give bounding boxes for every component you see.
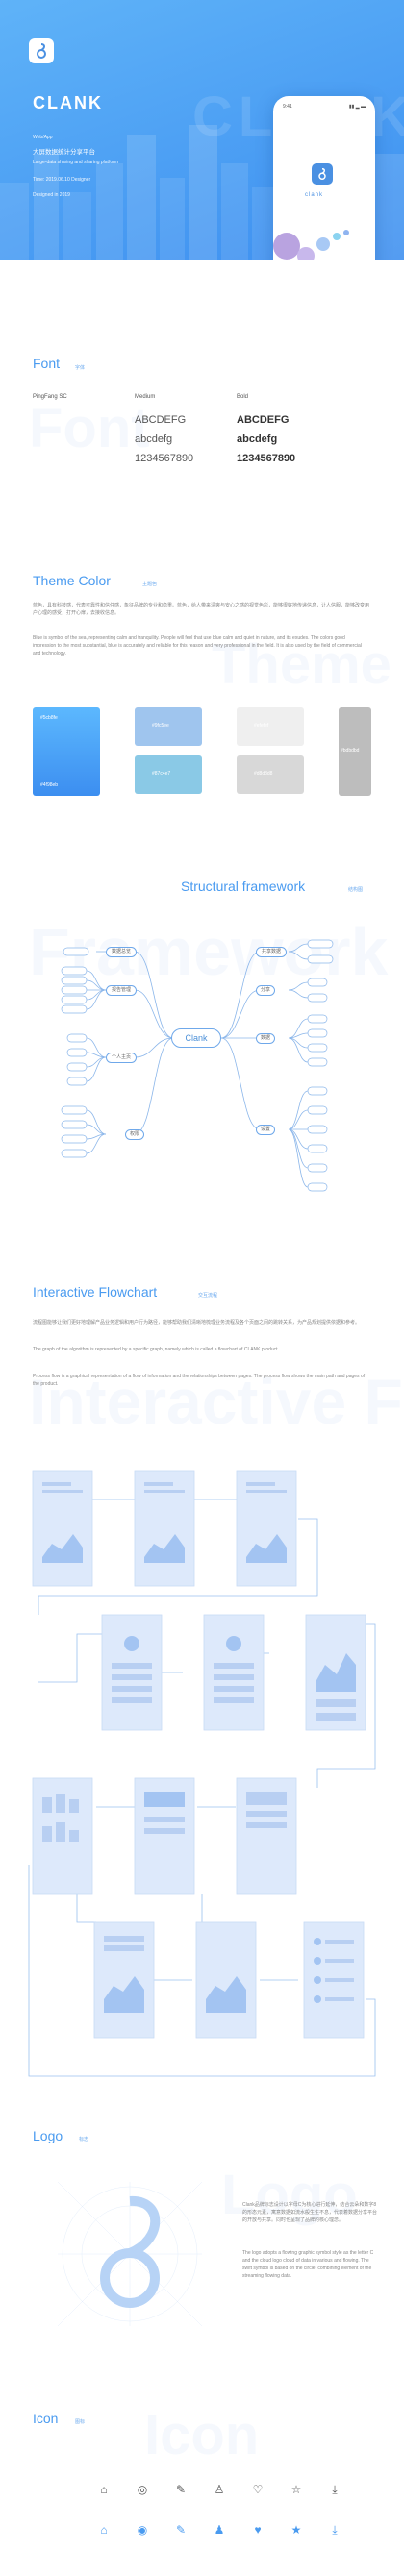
theme-ghost-word: Theme C	[212, 633, 404, 696]
mind-map-links	[86, 943, 309, 1188]
logo-section-title: Logo	[33, 2128, 63, 2143]
font-bold-num: 1234567890	[237, 453, 296, 464]
swatch-primary: #5cb8fe #4f98eb	[33, 707, 100, 796]
user-active-icon: ♟	[214, 2523, 225, 2537]
hero-banner: CLANK CLANK Web/App 大屏数据统计分享平台 Large-dat…	[0, 0, 404, 260]
compass-active-icon: ◉	[137, 2523, 148, 2537]
hero-subtitle: 大屏数据统计分享平台	[33, 149, 95, 156]
phone-brand: clank	[305, 192, 324, 198]
logo-grid-illustration	[58, 2182, 202, 2326]
swatch-cyan: #87c4e7	[135, 755, 202, 794]
flow-desc-en-2: Process flow is a graphical representati…	[33, 1374, 366, 1387]
flowchart-diagram	[28, 1470, 376, 2077]
download-icon: ⤓	[332, 2482, 338, 2496]
home-active-icon: ⌂	[100, 2523, 108, 2537]
hero-skyline-illustration	[0, 125, 404, 260]
mind-map-node-right-2: 分享	[256, 985, 275, 996]
logo-desc-en: The logo adopts a flowing graphic symbol…	[242, 2250, 374, 2279]
mind-map-node-left-3: 个人主页	[106, 1053, 137, 1063]
flow-desc-en-1: The graph of the algorithm is represente…	[33, 1347, 279, 1352]
swatch-primary-label-bottom: #4f98eb	[40, 782, 59, 788]
swatch-primary-label-top: #5cb8fe	[40, 715, 58, 721]
mind-map-center-node: Clank	[171, 1028, 221, 1048]
font-col3-header: Bold	[237, 394, 249, 400]
swatch-light-blue-label: #9fc5ee	[152, 723, 169, 729]
edit-active-icon: ✎	[175, 2523, 187, 2537]
hero-line3: Large-data sharing and sharing platform	[33, 160, 118, 165]
swatch-gray-dark: #bdbdbd	[339, 707, 371, 796]
font-section-sub: 字体	[75, 365, 86, 371]
font-ghost-word: Font	[29, 397, 150, 459]
logo-section-sub: 标志	[79, 2137, 89, 2143]
font-bold-upper: ABCDEFG	[237, 414, 290, 426]
mind-map-node-right-1: 共享数据	[256, 947, 287, 957]
mind-map-node-left-2: 报告管理	[106, 985, 137, 996]
mind-map-leaf-nodes	[61, 939, 334, 1192]
hero-line5: Designed in 2019	[33, 192, 70, 198]
download-active-icon: ⤓	[332, 2522, 338, 2537]
phone-status-time: 9:41	[283, 104, 292, 110]
theme-section-sub: 主题色	[142, 582, 158, 587]
swatch-gray-mid-label: #d8d8d8	[254, 771, 273, 777]
phone-mockup: 9:41 ▮▮ ▂ ▬ clank	[273, 96, 375, 260]
hero-line4: Time: 2019.06.10 Designer	[33, 177, 91, 183]
swatch-gray-mid: #d8d8d8	[237, 755, 304, 794]
mind-map-node-left-1: 数据总览	[106, 947, 137, 957]
font-medium-lower: abcdefg	[135, 433, 173, 445]
heart-active-icon: ♥	[254, 2523, 262, 2537]
icon-ghost-word: Icon	[144, 2404, 260, 2466]
user-icon: ♙	[214, 2483, 225, 2496]
phone-app-icon	[312, 163, 333, 185]
home-icon: ⌂	[100, 2483, 108, 2496]
app-logo-icon	[29, 38, 54, 63]
flow-desc-cn: 流程图能够让我们更好地理解产品业务逻辑和用户行为路径，能够帮助我们清晰地梳理业务…	[33, 1320, 361, 1325]
icon-section-title: Icon	[33, 2411, 59, 2426]
structure-section-title: Structural framework	[181, 879, 306, 894]
swatch-gray-dark-label: #bdbdbd	[341, 748, 360, 754]
font-col2-header: Medium	[135, 394, 156, 400]
icon-row-outline: ⌂ ◎ ✎ ♙ ♡ ☆ ⤓	[96, 2482, 342, 2497]
hero-brand: CLANK	[33, 93, 103, 112]
font-section-title: Font	[33, 356, 61, 371]
logo-desc-cn: Clank品牌标志设计以字母C为核心进行延伸，结合云朵和数字8的形态元素，寓意数…	[242, 2202, 378, 2223]
swatch-cyan-label: #87c4e7	[152, 771, 171, 777]
font-col1-header: PingFang SC	[33, 394, 67, 400]
swatch-gray-light: #efefef	[237, 707, 304, 746]
flow-section-title: Interactive Flowchart	[33, 1284, 158, 1300]
mind-map-node-right-3: 数据	[256, 1033, 275, 1044]
swatch-light-blue: #9fc5ee	[135, 707, 202, 746]
compass-icon: ◎	[137, 2483, 148, 2496]
flow-section-sub: 交互流程	[198, 1293, 218, 1299]
theme-desc-cn: 蓝色，具有科技感，代表可靠性和信任感，象征品牌的专业和稳重。蓝色，给人带来清爽与…	[33, 603, 370, 616]
structure-section-sub: 结构图	[348, 887, 364, 893]
phone-status-icons: ▮▮ ▂ ▬	[348, 104, 366, 110]
heart-icon: ♡	[252, 2483, 264, 2496]
theme-desc-en: Blue is symbol of the sea, representing …	[33, 635, 362, 656]
font-medium-num: 1234567890	[135, 453, 194, 464]
font-bold-lower: abcdefg	[237, 433, 278, 445]
icon-row-filled: ⌂ ◉ ✎ ♟ ♥ ★ ⤓	[96, 2522, 342, 2538]
star-icon: ☆	[290, 2483, 302, 2496]
flow-ghost-word: Interactive Flow	[29, 1366, 404, 1437]
mind-map-node-right-4: 设置	[256, 1125, 275, 1135]
hero-line1: Web/App	[33, 135, 53, 140]
edit-icon: ✎	[175, 2483, 187, 2496]
theme-section-title: Theme Color	[33, 573, 111, 588]
logo-ghost-word: Logo	[221, 2164, 358, 2226]
swatch-gray-light-label: #efefef	[254, 723, 269, 729]
icon-section-sub: 图标	[75, 2419, 86, 2425]
mind-map-node-left-4: 权限	[125, 1129, 144, 1140]
star-active-icon: ★	[290, 2523, 302, 2537]
phone-bubbles-illustration	[273, 230, 349, 260]
font-medium-upper: ABCDEFG	[135, 414, 187, 426]
